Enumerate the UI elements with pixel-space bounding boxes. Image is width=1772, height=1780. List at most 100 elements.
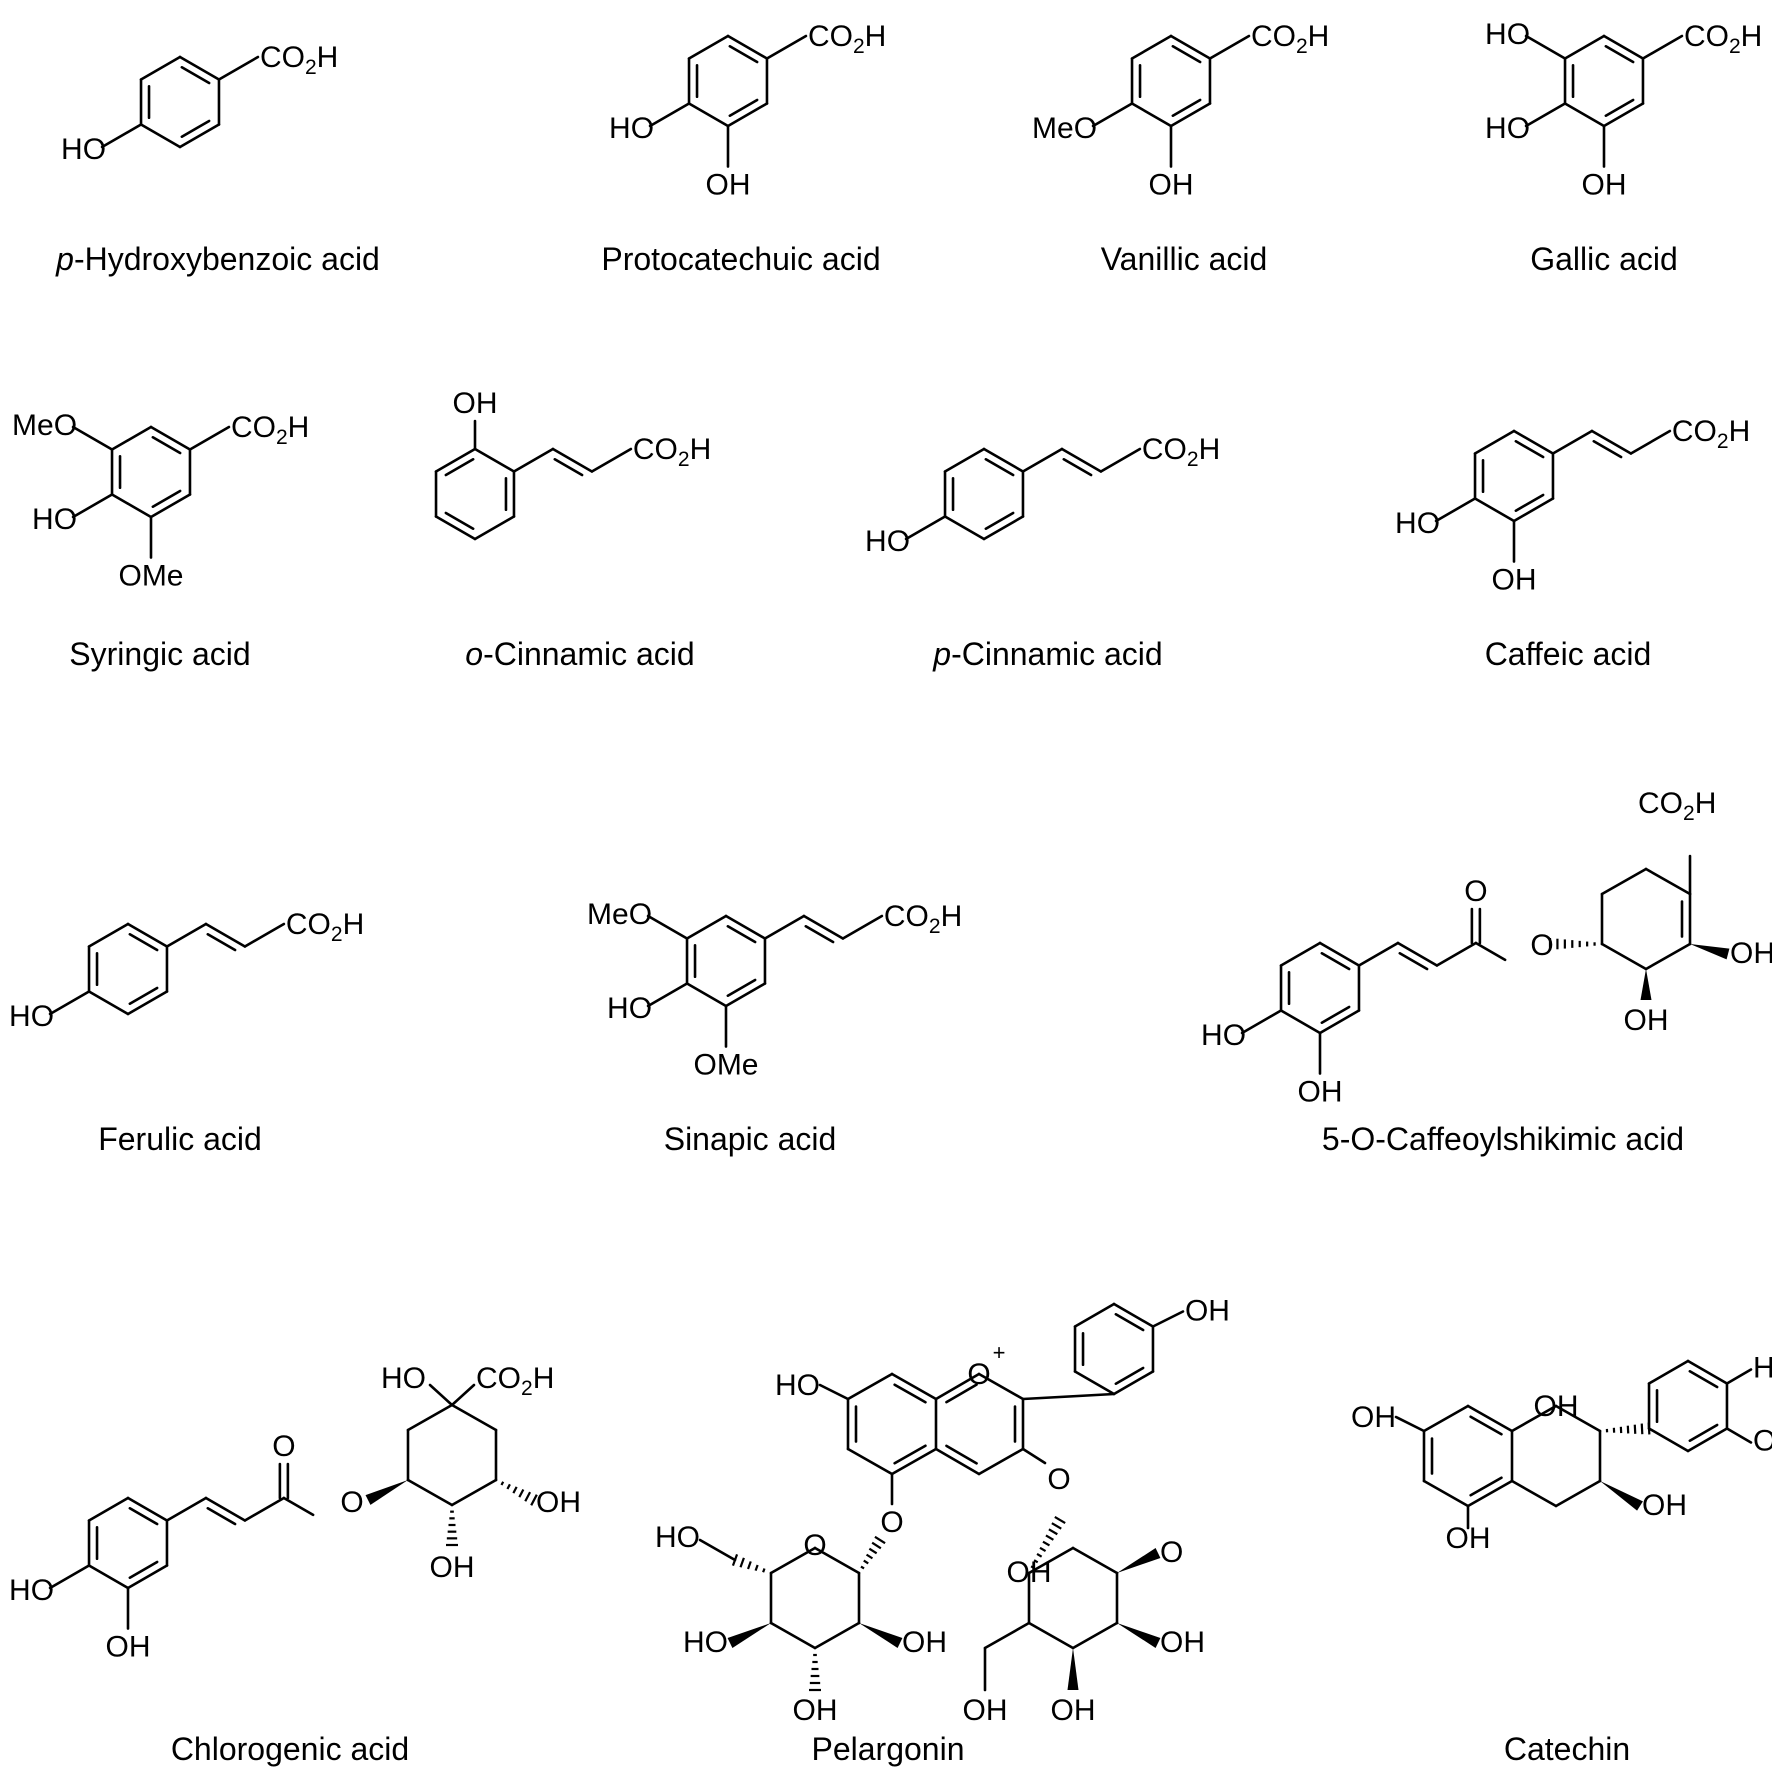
bond [1644, 867, 1692, 896]
bond [217, 55, 260, 81]
atom-label: HO [61, 133, 106, 166]
bond [1114, 1366, 1145, 1385]
bond [151, 489, 182, 508]
atom-label: O [1160, 1536, 1183, 1569]
atom-label: CO2H [260, 41, 338, 79]
bond [904, 515, 947, 541]
atom-label: O [803, 1529, 826, 1562]
wedge-bond [1117, 1548, 1161, 1573]
atom-label: OH [1160, 1626, 1205, 1659]
atom-label: OH [1730, 937, 1772, 970]
bond [1394, 1415, 1426, 1433]
bond [765, 34, 808, 60]
bond [450, 1383, 476, 1407]
bond [687, 34, 730, 60]
bond [1130, 34, 1173, 60]
hash-bond [1030, 1565, 1035, 1569]
bond [687, 102, 730, 128]
bond [1604, 98, 1635, 117]
atom-label: HO [9, 1574, 54, 1607]
atom-label: O [1530, 929, 1553, 962]
bond [128, 1507, 159, 1526]
bond [243, 1496, 286, 1522]
bond [1469, 1476, 1503, 1497]
wedge-bond [859, 1623, 903, 1648]
bond [48, 990, 91, 1016]
bond [1208, 34, 1251, 60]
atom-label: CO2H [884, 900, 962, 938]
atom-label: HO [1485, 112, 1530, 145]
bond [841, 914, 884, 940]
bond [243, 922, 286, 948]
hash-bond [860, 1565, 865, 1570]
hash-bond [865, 1553, 874, 1560]
compound-name: Gallic acid [1530, 241, 1678, 277]
atom-label: OH [106, 1631, 151, 1664]
atom-label: CO2H [1638, 787, 1716, 825]
wedge-bond [1640, 969, 1652, 1000]
atom-label: HO [607, 992, 652, 1025]
bond [945, 1444, 978, 1465]
bond [178, 123, 221, 149]
atom-label: HO [32, 503, 77, 536]
bond [128, 933, 159, 952]
bond [1510, 1479, 1558, 1508]
hash-bond [1640, 1423, 1644, 1435]
compound-name: p-Hydroxybenzoic acid [55, 241, 380, 277]
bond [87, 990, 130, 1016]
atom-label: HO [655, 1521, 700, 1554]
bond [685, 914, 728, 940]
bond [984, 458, 1015, 477]
bond [473, 515, 516, 541]
bond [126, 990, 169, 1016]
bond [149, 493, 192, 519]
bond [1641, 34, 1684, 60]
hash-bond [506, 1483, 511, 1490]
bond [982, 447, 1025, 473]
bond [1151, 1310, 1185, 1328]
bond [1398, 952, 1429, 971]
hash-bond [874, 1535, 886, 1545]
bond [1473, 497, 1516, 523]
bond [1099, 447, 1142, 473]
structure-catechin: OHHOOOHOHOHCatechin [1351, 1352, 1772, 1768]
hash-bond [747, 1561, 752, 1570]
hash-bond [1033, 1559, 1039, 1564]
atom-label: OMe [693, 1049, 758, 1082]
bond [1524, 34, 1567, 60]
bond [188, 425, 231, 451]
bond [100, 123, 143, 149]
atom-label: OH [430, 1551, 475, 1584]
hash-bond [739, 1557, 745, 1568]
bond [473, 447, 516, 473]
bond [128, 986, 159, 1005]
atom-label: CO2H [633, 433, 711, 471]
bond [512, 447, 555, 473]
bond [846, 1372, 894, 1401]
bond [165, 1496, 208, 1522]
bond [1320, 1005, 1351, 1024]
hash-bond [1647, 1422, 1651, 1435]
atom-label: HO [1753, 1352, 1772, 1385]
bond [1554, 1404, 1602, 1433]
atom-label: CO2H [476, 1362, 554, 1400]
wedge-bond [1690, 944, 1730, 960]
bond [1551, 429, 1594, 455]
bond [769, 1546, 817, 1575]
atom-label: HO [1201, 1019, 1246, 1052]
hash-bond [762, 1568, 766, 1573]
bond [726, 102, 769, 128]
atom-label: HO [381, 1362, 426, 1395]
bond [553, 458, 584, 477]
bond [1590, 429, 1633, 455]
bond [151, 436, 182, 455]
bond [1600, 867, 1648, 896]
bond [1602, 102, 1645, 128]
compound-name: p-Cinnamic acid [932, 636, 1162, 672]
atom-label: CO2H [808, 20, 886, 58]
